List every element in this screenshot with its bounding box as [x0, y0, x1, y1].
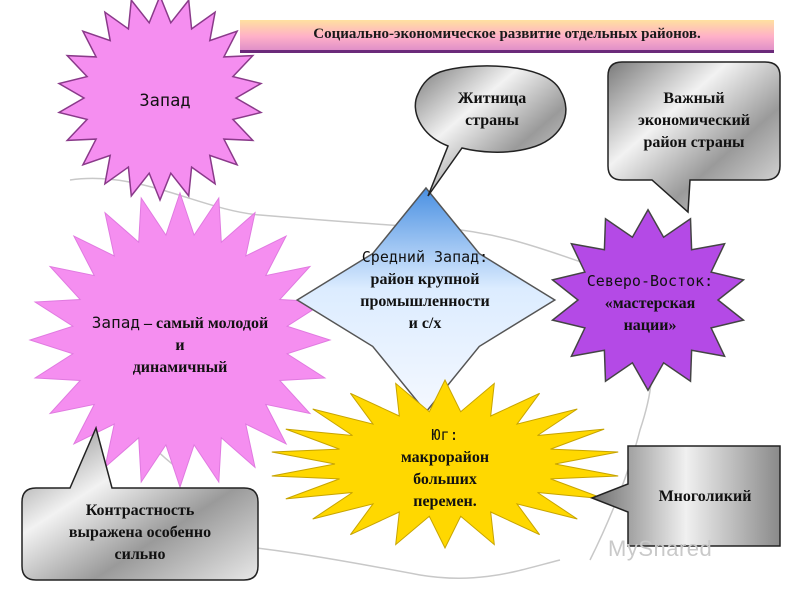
contrast-line2: выражена особенно	[68, 524, 212, 541]
important-line3: район страны	[643, 134, 745, 151]
title-bar: Социально-экономическое развитие отдельн…	[240, 20, 774, 53]
granary-line2: страны	[465, 112, 519, 129]
watermark: MyShared	[608, 536, 713, 561]
northeast-line1: «мастерская	[604, 295, 696, 312]
south-label: Юг: макрорайон больших перемен.	[360, 424, 530, 513]
granary-line1: Житница	[457, 90, 527, 107]
northeast-star	[550, 208, 746, 392]
northeast-label: Северо-Восток: «мастерская нации»	[560, 270, 740, 337]
northeast-line2: нации»	[623, 317, 677, 334]
midwest-name: Средний Запад:	[361, 248, 489, 266]
midwest-label: Средний Запад: район крупной промышленно…	[330, 246, 520, 335]
west-star	[57, 0, 263, 203]
northeast-name: Северо-Восток:	[586, 272, 714, 290]
important-line2: экономический	[637, 112, 751, 129]
page-title: Социально-экономическое развитие отдельн…	[313, 26, 701, 42]
important-line1: Важный	[663, 90, 725, 107]
granary-text: Житница страны	[432, 88, 552, 132]
south-star	[271, 378, 619, 550]
south-line3: перемен.	[413, 493, 477, 510]
west-description: Запад – самый молодой и динамичный	[50, 312, 310, 379]
granary-callout	[414, 65, 567, 197]
contrast-callout	[21, 425, 259, 581]
south-line2: больших	[413, 471, 477, 488]
midwest-line3: и с/х	[408, 315, 442, 332]
west-description-line1: – самый молодой	[143, 315, 269, 332]
midwest-line2: промышленности	[360, 293, 490, 310]
west-description-star	[28, 191, 332, 489]
west-description-line2: и	[175, 337, 185, 354]
multiface-text: Многоликий	[658, 488, 752, 505]
south-line1: макрорайон	[400, 449, 490, 466]
south-name: Юг:	[431, 426, 459, 444]
contrast-text: Контрастность выражена особенно сильно	[24, 500, 256, 566]
contrast-line3: сильно	[114, 546, 166, 563]
important-district-text: Важный экономический район страны	[610, 88, 778, 154]
west-title: Запад	[139, 91, 191, 111]
west-description-name: Запад	[91, 313, 140, 332]
west-description-line3: динамичный	[132, 359, 228, 376]
midwest-line1: район крупной	[370, 271, 480, 288]
contrast-line1: Контрастность	[85, 502, 195, 519]
important-district-callout	[607, 61, 781, 214]
multiface-callout	[589, 445, 781, 547]
